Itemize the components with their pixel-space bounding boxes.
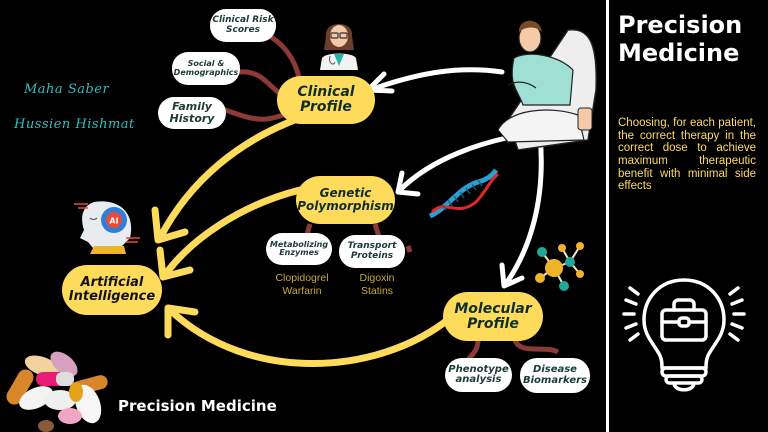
sidebar-title: Precision Medicine bbox=[618, 11, 743, 67]
node-disease-biomarkers: Disease Biomarkers bbox=[520, 358, 590, 393]
node-clinical-profile: Clinical Profile bbox=[277, 76, 375, 124]
link-biomarkers bbox=[512, 338, 560, 355]
examples-transport: Digoxin Statins bbox=[359, 272, 395, 298]
pills-icon bbox=[6, 351, 108, 432]
arrow-genetic-to-ai bbox=[161, 186, 304, 279]
author-signature-1: Maha Saber bbox=[24, 82, 110, 97]
arrowhead-patient-molecular bbox=[499, 262, 525, 289]
doctor-icon bbox=[320, 24, 358, 70]
node-transport-proteins: Transport Proteins bbox=[339, 235, 405, 268]
link-phenotype bbox=[465, 339, 481, 362]
ai-head-icon: AI bbox=[74, 201, 140, 254]
author-signature-2: Hussien Hishmat bbox=[14, 117, 135, 132]
node-metabolizing-enzymes: Metabolizing Enzymes bbox=[266, 233, 332, 265]
patient-icon bbox=[497, 20, 597, 150]
node-social-demographics: Social & Demographics bbox=[172, 52, 240, 85]
arrow-patient-to-molecular bbox=[502, 132, 544, 288]
node-phenotype-analysis: Phenotype analysis bbox=[445, 358, 512, 392]
node-family-history: Family History bbox=[158, 97, 226, 129]
arrow-molecular-to-ai bbox=[166, 306, 454, 367]
arrow-patient-to-clinical bbox=[367, 67, 505, 93]
node-artificial-intelligence: Artificial Intelligence bbox=[62, 265, 162, 315]
footer-title: Precision Medicine bbox=[118, 397, 277, 415]
node-clinical-risk-scores: Clinical Risk Scores bbox=[210, 9, 276, 42]
arrowhead-molecular-ai bbox=[164, 304, 199, 339]
ai-badge: AI bbox=[109, 217, 118, 226]
sidebar-description: Choosing, for each patient, the correct … bbox=[618, 117, 756, 193]
sidebar-divider bbox=[606, 0, 609, 432]
arrowhead-clinical-ai bbox=[151, 206, 189, 244]
arrow-clinical-to-ai bbox=[156, 114, 304, 242]
arrowhead-genetic-ai bbox=[156, 246, 194, 281]
lightbulb-briefcase-icon bbox=[622, 278, 746, 392]
node-molecular-profile: Molecular Profile bbox=[443, 292, 543, 341]
examples-metabolizing: Clopidogrel Warfarin bbox=[275, 272, 329, 298]
molecule-icon bbox=[535, 242, 584, 291]
arrowhead-patient-genetic bbox=[395, 170, 421, 197]
node-genetic-polymorphism: Genetic Polymorphism bbox=[296, 176, 395, 224]
dna-icon bbox=[428, 168, 499, 219]
link-social bbox=[237, 69, 285, 98]
